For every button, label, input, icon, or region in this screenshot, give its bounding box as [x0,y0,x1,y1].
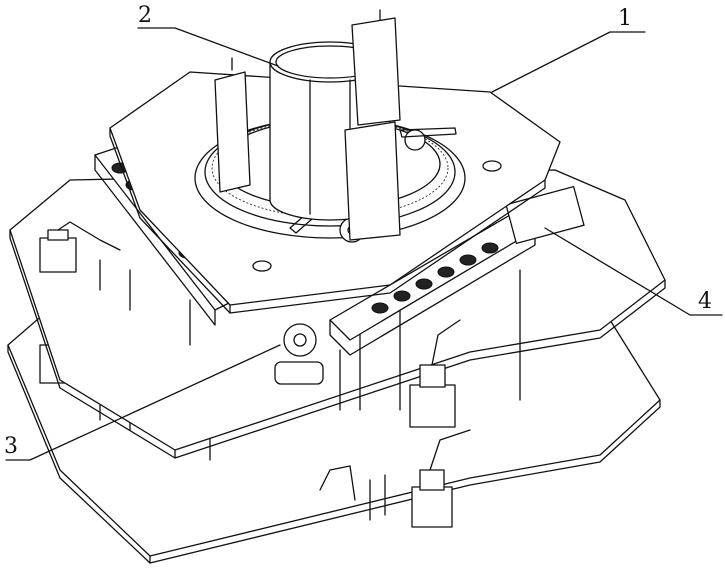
callout-label-3: 3 [4,436,18,458]
callout-label-1: 1 [618,8,632,30]
callout-label-4: 4 [698,291,712,313]
callout-label-2: 2 [138,5,152,27]
